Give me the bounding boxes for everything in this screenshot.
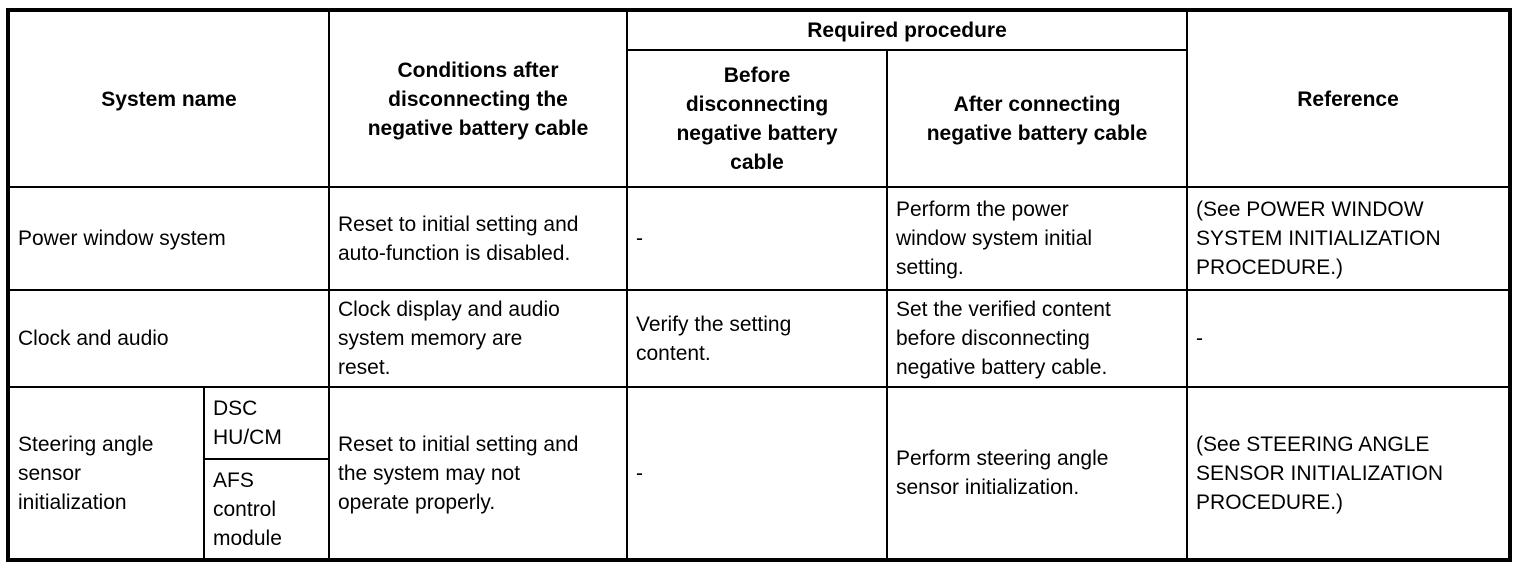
cell-clock-audio-system-name: Clock and audio (7, 289, 330, 388)
cell-power-window-after: Perform the power window system initial … (885, 186, 1189, 291)
cell-steering-angle-sub-dsc: DSC HU/CM (203, 386, 330, 460)
cell-steering-angle-sub-afs: AFS control module (203, 458, 330, 561)
cell-steering-angle-before: - (626, 386, 888, 561)
cell-steering-angle-system-name: Steering angle sensor initialization (7, 386, 205, 561)
header-reference: Reference (1186, 9, 1512, 188)
header-required-procedure: Required procedure (625, 9, 1189, 51)
header-before-disconnecting: Before disconnecting negative battery ca… (626, 49, 888, 188)
cell-clock-audio-conditions: Clock display and audio system memory ar… (328, 289, 628, 388)
cell-steering-angle-reference: (See STEERING ANGLE SENSOR INITIALIZATIO… (1186, 386, 1512, 561)
table-row-power-window: Power window system Reset to initial set… (7, 186, 1512, 291)
cell-clock-audio-before: Verify the setting content. (626, 289, 888, 388)
cell-clock-audio-reference: - (1186, 289, 1512, 388)
table-row-clock-audio: Clock and audio Clock display and audio … (7, 289, 1512, 388)
header-row-top: System name Conditions after disconnecti… (7, 9, 1512, 188)
header-system-name: System name (7, 9, 330, 188)
cell-steering-angle-after: Perform steering angle sensor initializa… (885, 386, 1189, 561)
header-conditions: Conditions after disconnecting the negat… (328, 9, 628, 188)
battery-cable-procedures-table: System name Conditions after disconnecti… (6, 8, 1513, 562)
cell-power-window-before: - (626, 186, 888, 291)
header-after-connecting: After connecting negative battery cable (885, 49, 1189, 188)
table-row-steering-angle-top: Steering angle sensor initialization DSC… (7, 386, 1512, 561)
cell-power-window-reference: (See POWER WINDOW SYSTEM INITIALIZATION … (1186, 186, 1512, 291)
cell-power-window-system-name: Power window system (7, 186, 330, 291)
header-row-sub: Before disconnecting negative battery ca… (8, 49, 1510, 188)
cell-power-window-conditions: Reset to initial setting and auto-functi… (328, 186, 628, 291)
table-row-steering-angle-bottom: AFS control module (8, 458, 1510, 561)
cell-steering-angle-conditions: Reset to initial setting and the system … (328, 386, 628, 561)
cell-clock-audio-after: Set the verified content before disconne… (885, 289, 1189, 388)
